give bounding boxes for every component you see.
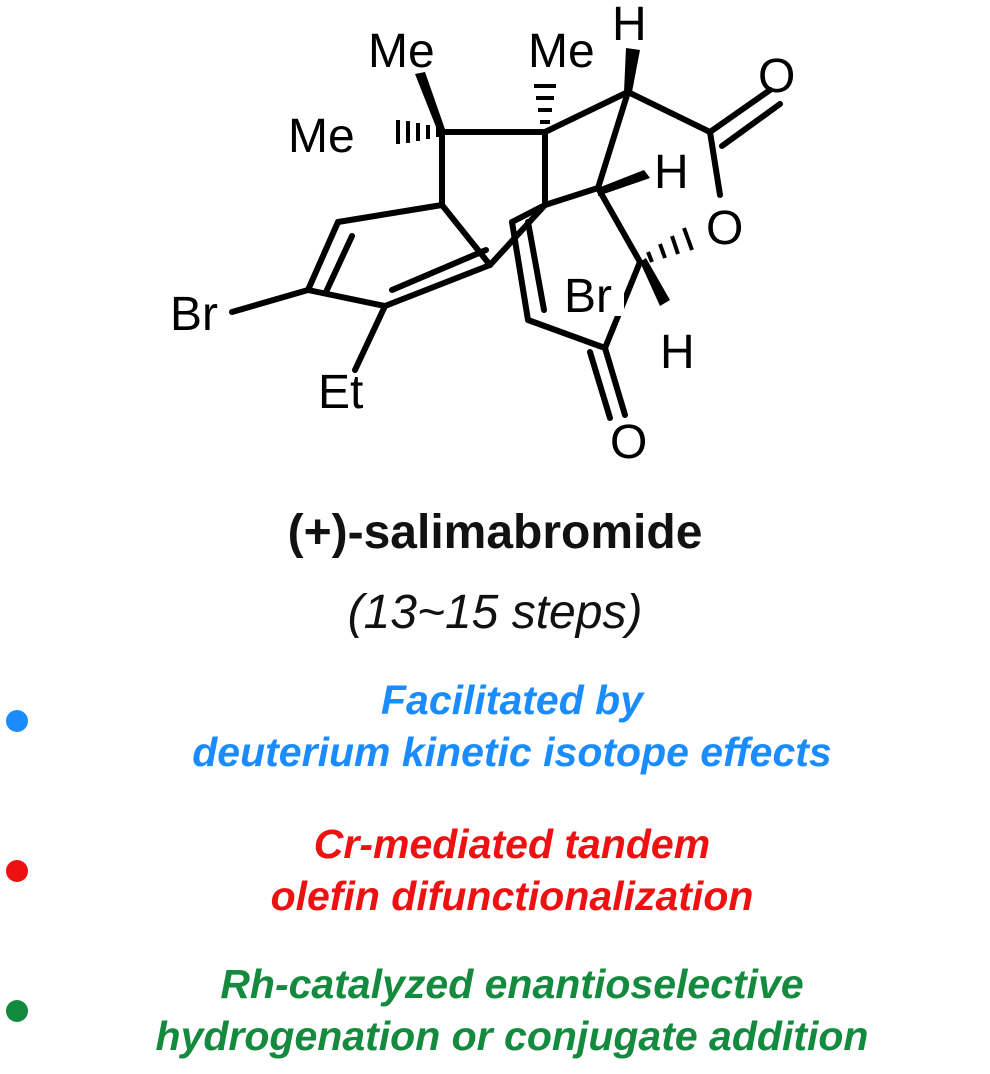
feature-line-1: Cr-mediated tandem xyxy=(313,821,711,867)
feature-line-2: hydrogenation or conjugate addition xyxy=(155,1013,869,1059)
feature-line-2: deuterium kinetic isotope effects xyxy=(192,729,832,775)
bullet-dot-icon xyxy=(6,860,28,882)
compound-name: (+)-salimabromide xyxy=(287,506,703,559)
br-right-label: Br xyxy=(564,270,612,323)
et-label: Et xyxy=(318,366,363,419)
me-quaternary-label: Me xyxy=(528,25,595,78)
bullet-dot-icon xyxy=(6,710,28,732)
h-top-label: H xyxy=(612,0,647,51)
atom-labels: Me Me Me H O H O Br Br H Et O xyxy=(170,0,795,469)
me-top-label: Me xyxy=(368,25,435,78)
feature-line-1: Rh-catalyzed enantioselective xyxy=(220,961,804,1007)
stereo-hashes xyxy=(396,84,694,263)
step-count: (13~15 steps) xyxy=(347,586,643,639)
bullet-dot-icon xyxy=(6,1000,28,1022)
carbonyl-o-bottom-label: O xyxy=(610,416,647,469)
feature-line-1: Facilitated by xyxy=(380,677,643,723)
salimabromide-structure: Me Me Me H O H O Br Br H Et O xyxy=(170,0,795,469)
feature-text: Rh-catalyzed enantioselective hydrogenat… xyxy=(40,958,984,1062)
h-mid-label: H xyxy=(654,146,689,199)
me-left-label: Me xyxy=(288,110,355,163)
feature-text: Facilitated by deuterium kinetic isotope… xyxy=(40,674,984,778)
stereo-wedges xyxy=(415,48,670,306)
carbonyl-o-top-label: O xyxy=(758,50,795,103)
ring-o-label: O xyxy=(706,202,743,255)
h-bottom-label: H xyxy=(660,326,695,379)
feature-text: Cr-mediated tandem olefin difunctionaliz… xyxy=(40,818,984,922)
feature-line-2: olefin difunctionalization xyxy=(270,873,754,919)
br-left-label: Br xyxy=(170,288,218,341)
